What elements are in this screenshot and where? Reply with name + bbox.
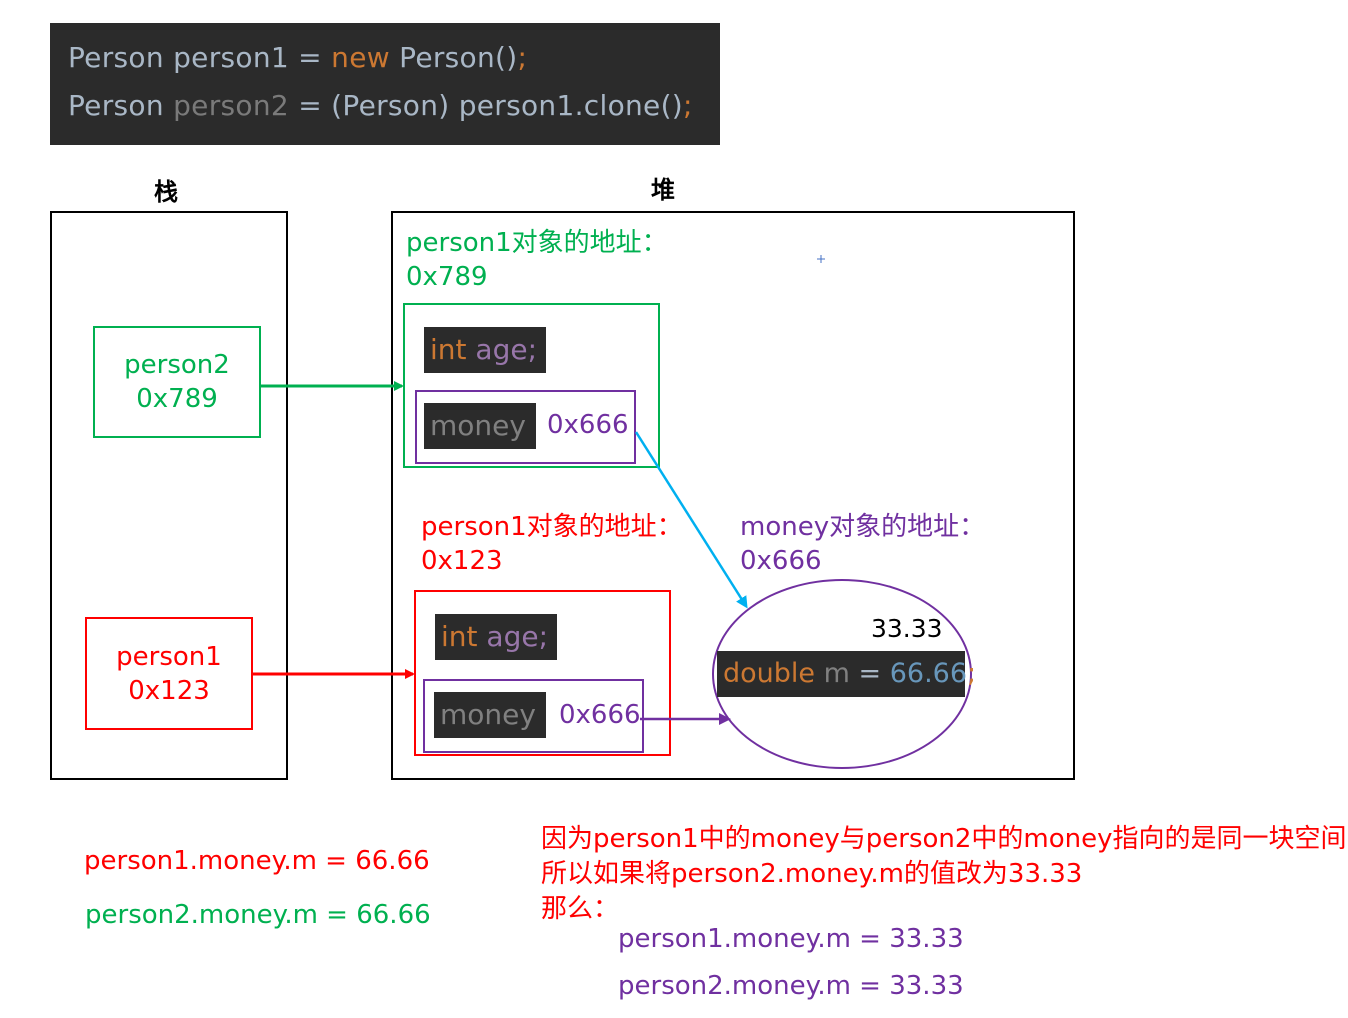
- explanation-line: 所以如果将person2.money.m的值改为33.33: [541, 859, 1083, 889]
- obj-red-box: [414, 590, 671, 756]
- addr-label-value: 0x123: [421, 546, 503, 576]
- stack-title: 栈: [154, 178, 178, 206]
- obj-red-label: person1对象的地址： 0x123: [421, 510, 683, 578]
- person2-value-before: person2.money.m = 66.66: [85, 900, 431, 930]
- code-semicolon: ;: [967, 658, 977, 689]
- money-obj-label: money对象的地址： 0x666: [740, 510, 985, 578]
- explanation-line: 那么：: [541, 894, 620, 924]
- code-variable: m: [815, 658, 850, 689]
- stack-person2-ref: person2 0x789: [93, 326, 261, 438]
- cursor-crosshair: [817, 255, 825, 263]
- code-field: age;: [477, 620, 549, 653]
- explanation-text: 因为person1中的money与person2中的money指向的是同一块空间…: [541, 822, 1347, 927]
- code-field: age;: [466, 333, 538, 366]
- field-int-age: int age;: [435, 614, 557, 660]
- money-chip: money: [434, 692, 546, 738]
- code-semicolon: ;: [517, 41, 528, 74]
- stack-person1-ref: person1 0x123: [85, 617, 253, 730]
- addr-label-text: person1对象的地址：: [421, 512, 683, 542]
- code-line-2: Person person2 = (Person) person1.clone(…: [68, 89, 693, 122]
- money-addr: 0x666: [559, 700, 641, 730]
- code-keyword: double: [723, 658, 816, 689]
- code-variable: person2: [173, 89, 289, 122]
- code-text: Person person1 =: [68, 41, 332, 74]
- arrow-money-to-moneyobj-blue: [634, 431, 748, 609]
- addr-label-text: money对象的地址：: [740, 512, 986, 542]
- stack-region: [50, 211, 288, 780]
- ref-name: person1: [116, 641, 222, 672]
- code-field: money: [440, 698, 536, 731]
- obj-green-label: person1对象的地址： 0x789: [406, 226, 668, 294]
- code-line-1: Person person1 = new Person();: [68, 41, 527, 74]
- field-int-age: int age;: [424, 327, 546, 373]
- field-money: [415, 390, 636, 464]
- person1-value-after: person1.money.m = 33.33: [618, 924, 964, 954]
- money-object-ellipse: [712, 579, 972, 769]
- money-field-code: double m = 66.66;: [717, 651, 976, 697]
- explanation-line: 因为person1中的money与person2中的money指向的是同一块空间: [541, 824, 1347, 854]
- money-chip: money: [424, 403, 536, 449]
- code-text: = (Person) person1.clone(): [289, 89, 684, 122]
- obj-green-box: [403, 303, 660, 468]
- ref-addr: 0x789: [136, 384, 218, 414]
- new-value: 33.33: [871, 614, 943, 643]
- code-semicolon: ;: [683, 89, 693, 122]
- code-operator: =: [849, 658, 890, 689]
- code-text: Person: [68, 89, 174, 122]
- addr-label-value: 0x789: [406, 262, 488, 292]
- field-money: [423, 679, 644, 753]
- code-keyword: int: [441, 620, 478, 653]
- money-addr: 0x666: [547, 410, 629, 440]
- ref-name: person2: [124, 350, 230, 380]
- person1-value-before: person1.money.m = 66.66: [84, 846, 430, 876]
- ref-addr: 0x123: [128, 675, 210, 706]
- code-number: 66.66: [889, 658, 968, 689]
- code-snippet: Person person1 = new Person(); Person pe…: [50, 23, 720, 145]
- heap-title: 堆: [651, 176, 675, 204]
- code-field: money: [430, 409, 526, 442]
- code-keyword: int: [430, 333, 467, 366]
- addr-label-text: person1对象的地址：: [406, 228, 668, 258]
- code-text: Person(): [389, 41, 518, 74]
- code-keyword: new: [331, 41, 390, 74]
- addr-label-value: 0x666: [740, 546, 822, 576]
- heap-region: [391, 211, 1075, 780]
- person2-value-after: person2.money.m = 33.33: [618, 971, 964, 1001]
